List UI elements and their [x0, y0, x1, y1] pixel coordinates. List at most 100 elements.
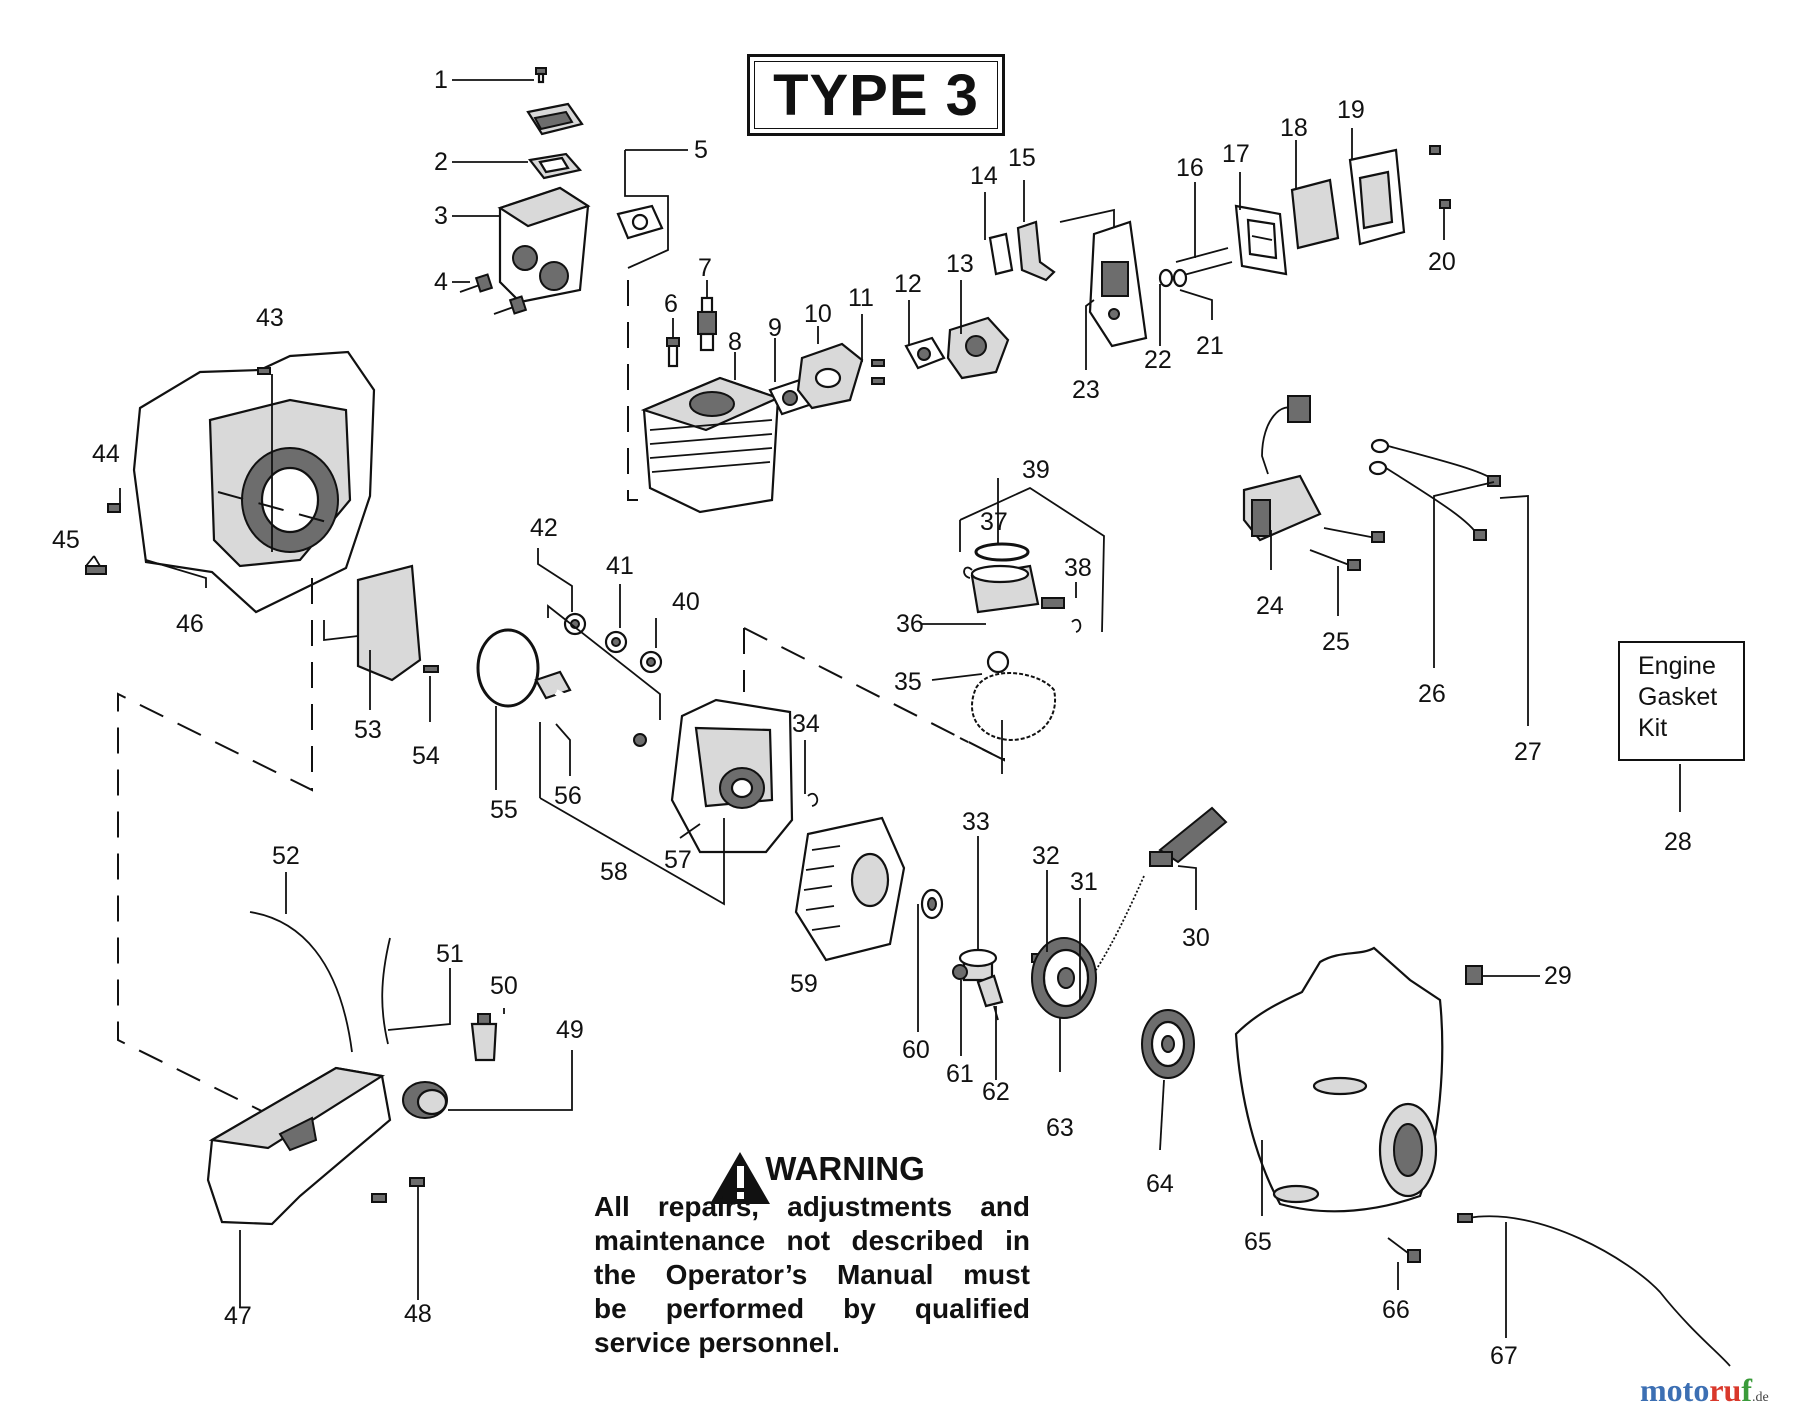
part-number: 27	[1514, 738, 1542, 766]
part-number: 10	[804, 300, 832, 328]
part-number: 12	[894, 270, 922, 298]
part-62-spring-plate	[976, 974, 1004, 1008]
part-48-screws	[371, 1177, 425, 1203]
part-25-bolts	[1309, 527, 1385, 571]
title-text: TYPE 3	[773, 62, 979, 128]
part-number: 47	[224, 1302, 252, 1330]
part-number: 9	[768, 314, 782, 342]
part-number: 49	[556, 1016, 584, 1044]
part-34-clip	[807, 793, 819, 807]
part-number: 5	[694, 136, 708, 164]
part-61-screw	[952, 964, 968, 980]
part-4-bolts	[459, 273, 528, 315]
part-number: 51	[436, 940, 464, 968]
part-number: 15	[1008, 144, 1036, 172]
part-number: 65	[1244, 1228, 1272, 1256]
part-number: 2	[434, 148, 448, 176]
part-number: 16	[1176, 154, 1204, 182]
watermark-part-a: moto	[1640, 1372, 1710, 1408]
part-number: 3	[434, 202, 448, 230]
part-43-screw	[257, 367, 271, 375]
part-3-muffler	[497, 186, 591, 304]
part-45-screw	[85, 565, 107, 575]
part-number: 28	[1664, 828, 1692, 856]
part-number: 31	[1070, 868, 1098, 896]
watermark-part-c: f	[1741, 1372, 1752, 1408]
part-66-bolt	[1387, 1237, 1421, 1263]
warning-line: maintenance not described in	[594, 1225, 1030, 1256]
part-number: 1	[434, 66, 448, 94]
warning-line: be performed by qualified	[594, 1293, 1030, 1324]
part-number: 45	[52, 526, 80, 554]
part-number: 60	[902, 1036, 930, 1064]
part-17-filter-frame	[1234, 204, 1288, 276]
part-number: 37	[980, 508, 1008, 536]
part-number: 56	[554, 782, 582, 810]
part-56-crankshaft	[534, 670, 647, 747]
part-65-starter-housing	[1234, 946, 1444, 1213]
part-number: 19	[1337, 96, 1365, 124]
part-5-gasket	[616, 204, 664, 240]
diagram-title: TYPE 3	[747, 54, 1005, 136]
part-number: 6	[664, 290, 678, 318]
part-38-pin	[963, 566, 1082, 633]
part-number: 22	[1144, 346, 1172, 374]
part-60-washer	[920, 888, 944, 920]
part-29-clip	[1465, 965, 1483, 985]
watermark-part-b: ru	[1709, 1372, 1742, 1408]
part-11-screws	[871, 359, 885, 385]
part-67-cable	[1457, 1213, 1731, 1367]
part-51-fuel-line	[381, 937, 391, 1045]
part-number: 17	[1222, 140, 1250, 168]
engine-gasket-kit-box: Engine Gasket Kit	[1618, 641, 1745, 761]
part-13-carburetor	[946, 316, 1010, 380]
part-55-o-ring	[476, 628, 540, 708]
part-15-choke	[1016, 220, 1056, 282]
part-number: 13	[946, 250, 974, 278]
part-47-fuel-tank	[206, 1066, 392, 1226]
part-number: 38	[1064, 554, 1092, 582]
part-16-screws	[1175, 247, 1233, 277]
part-number: 41	[606, 552, 634, 580]
part-number: 14	[970, 162, 998, 190]
part-10-intake	[796, 342, 864, 410]
part-number-labels: 1 2 3 4 5 6 7 8 9 10 11 12 13 14 15 16 1…	[52, 66, 1692, 1370]
part-number: 59	[790, 970, 818, 998]
watermark-suffix: .de	[1751, 1390, 1769, 1405]
part-number: 35	[894, 668, 922, 696]
part-14-gasket	[988, 232, 1014, 276]
part-number: 25	[1322, 628, 1350, 656]
part-7-spark-plug	[697, 296, 717, 352]
part-number: 33	[962, 808, 990, 836]
part-18-filter-element	[1290, 178, 1340, 250]
part-2-plate-top	[526, 102, 584, 136]
part-number: 61	[946, 1060, 974, 1088]
part-number: 7	[698, 254, 712, 282]
part-number: 34	[792, 710, 820, 738]
part-49-cap	[402, 1081, 448, 1119]
part-54-screw	[423, 665, 439, 673]
part-number: 23	[1072, 376, 1100, 404]
part-52-fuel-line	[249, 911, 353, 1053]
part-30-handle	[1149, 806, 1228, 867]
part-41-seal	[604, 630, 628, 654]
part-number: 55	[490, 796, 518, 824]
part-44-screw	[107, 503, 121, 513]
part-19-filter-cover	[1348, 148, 1406, 246]
part-number: 52	[272, 842, 300, 870]
part-46-engine-housing	[132, 350, 376, 614]
warning-heading: WARNING	[765, 1150, 925, 1187]
part-22-washers	[1158, 268, 1188, 288]
part-36-piston-rod	[970, 564, 1040, 674]
part-24-ignition-module	[1242, 395, 1322, 542]
part-50-fuel-filter	[470, 1013, 498, 1062]
warning-line: service personnel.	[594, 1327, 840, 1358]
part-57-crankcase	[670, 698, 794, 854]
part-number: 44	[92, 440, 120, 468]
part-number: 42	[530, 514, 558, 542]
part-number: 57	[664, 846, 692, 874]
part-59-flywheel	[794, 816, 906, 962]
part-23-filter-base	[1088, 220, 1148, 348]
part-1-screw	[535, 67, 547, 84]
